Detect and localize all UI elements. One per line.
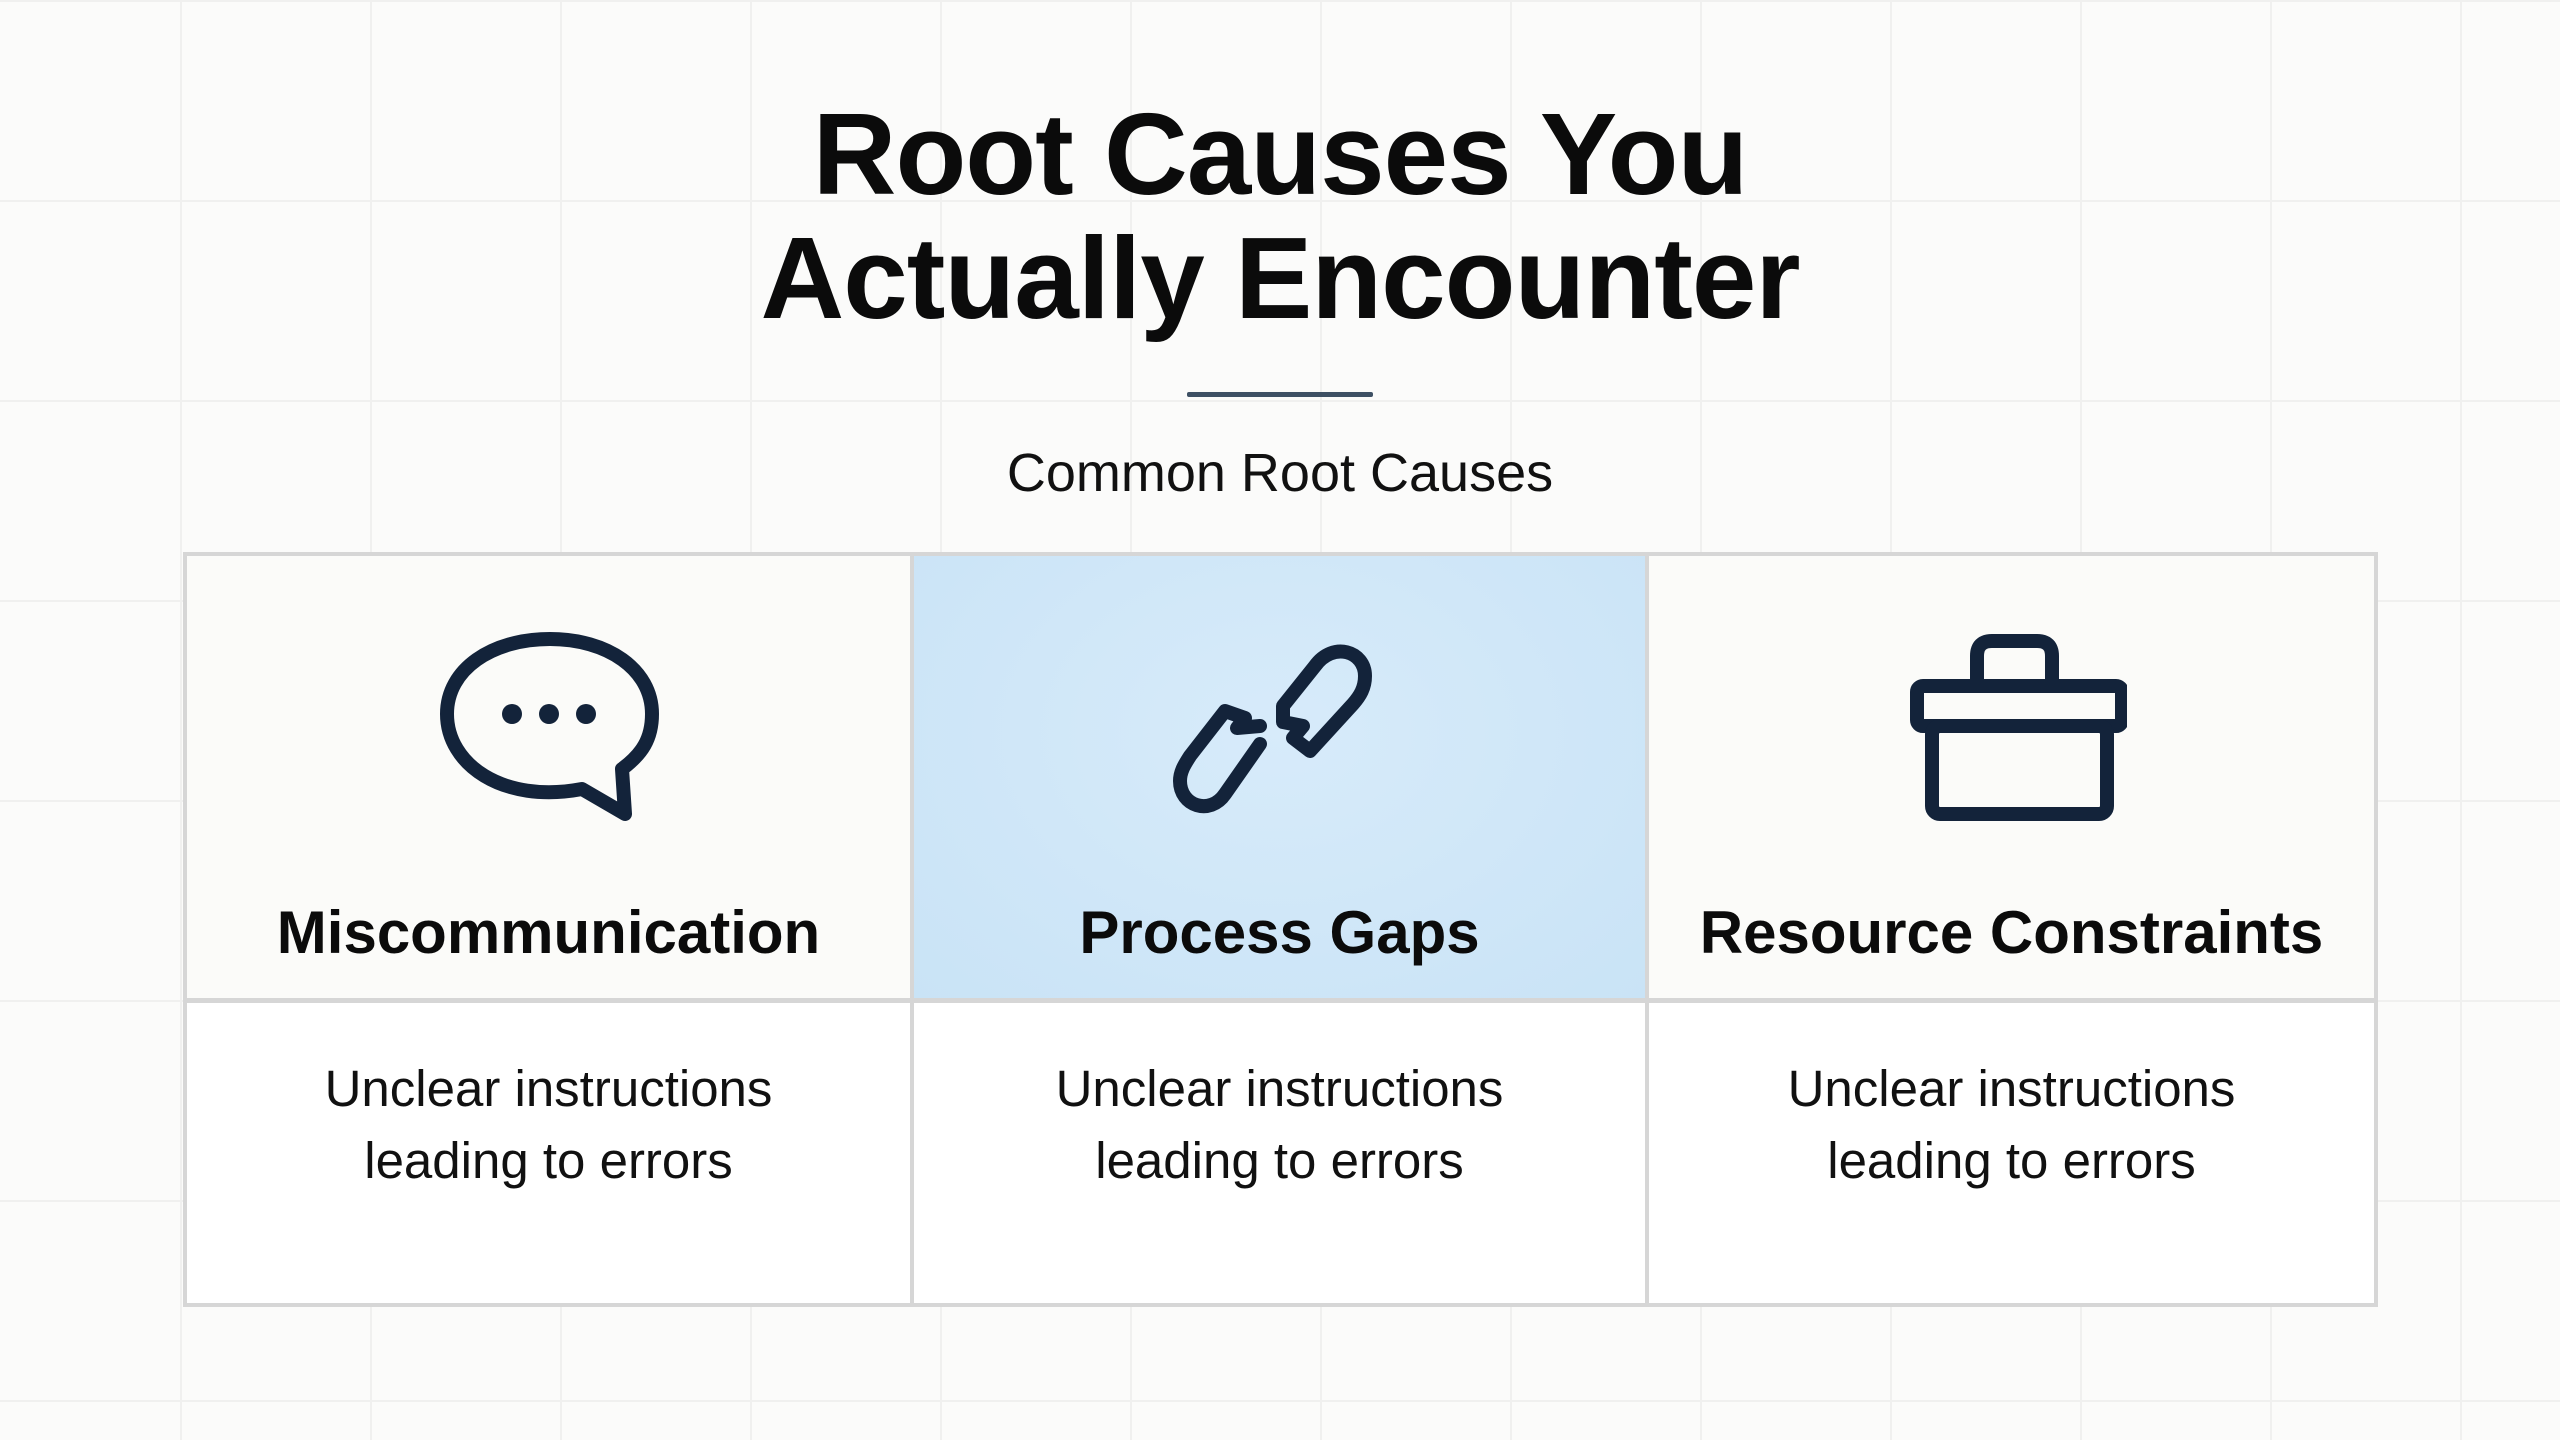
- description-line: Unclear instructions: [324, 1060, 773, 1117]
- description-line: leading to errors: [1095, 1132, 1464, 1189]
- description-line: Unclear instructions: [1787, 1060, 2236, 1117]
- cause-description: Unclear instructions leading to errors: [1649, 1003, 2374, 1303]
- section-subtitle: Common Root Causes: [1006, 443, 1554, 503]
- speech-bubble-icon: [439, 632, 659, 821]
- root-causes-table: Miscommunication Process Gaps Resource C…: [183, 552, 2378, 1307]
- cause-description: Unclear instructions leading to errors: [914, 1003, 1649, 1303]
- cause-title: Process Gaps: [1079, 899, 1480, 966]
- broken-link-icon: [1172, 644, 1372, 814]
- cause-header-resource-constraints: Resource Constraints: [1649, 556, 2374, 1003]
- cause-header-process-gaps: Process Gaps: [914, 556, 1649, 1003]
- cause-header-miscommunication: Miscommunication: [187, 556, 914, 1003]
- cause-title: Resource Constraints: [1699, 899, 2324, 966]
- title-line-1: Root Causes You: [812, 89, 1749, 219]
- cause-description: Unclear instructions leading to errors: [187, 1003, 914, 1303]
- description-line: Unclear instructions: [1055, 1060, 1504, 1117]
- toolbox-icon: [1909, 634, 2127, 821]
- title-divider: [1187, 392, 1373, 397]
- description-line: leading to errors: [1827, 1132, 2196, 1189]
- title-line-2: Actually Encounter: [760, 213, 1800, 343]
- page-title: Root Causes You Actually Encounter: [0, 92, 2560, 340]
- cause-title: Miscommunication: [276, 899, 821, 966]
- description-line: leading to errors: [364, 1132, 733, 1189]
